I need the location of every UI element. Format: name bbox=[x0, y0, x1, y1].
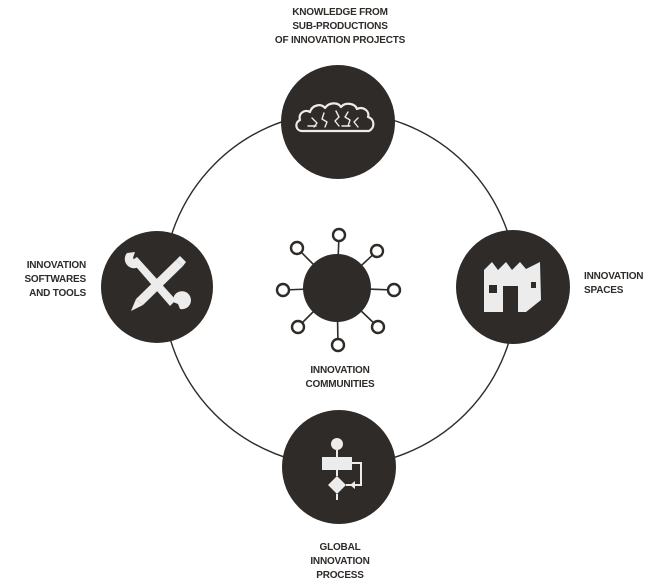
label-bottom-line-2: INNOVATION bbox=[310, 556, 370, 567]
network-node bbox=[289, 240, 305, 256]
label-top-line-2: SUB-PRODUCTIONS bbox=[292, 21, 388, 32]
network-node bbox=[330, 337, 346, 353]
node-left bbox=[101, 231, 213, 343]
label-bottom: GLOBAL INNOVATION PROCESS bbox=[290, 541, 390, 583]
label-top-line-1: KNOWLEDGE FROM bbox=[292, 7, 388, 18]
label-center: INNOVATION COMMUNITIES bbox=[280, 364, 400, 392]
label-center-line-2: COMMUNITIES bbox=[305, 379, 375, 390]
node-right bbox=[456, 230, 570, 344]
label-left-line-2: SOFTWARES bbox=[24, 274, 86, 285]
label-bottom-line-3: PROCESS bbox=[316, 570, 364, 581]
network-node bbox=[369, 243, 385, 259]
node-top bbox=[281, 65, 395, 179]
label-left: INNOVATION SOFTWARES AND TOOLS bbox=[4, 259, 86, 301]
node-bottom bbox=[282, 410, 396, 524]
label-right-line-2: SPACES bbox=[584, 285, 624, 296]
flowchart-icon bbox=[322, 438, 362, 500]
factory-building-icon bbox=[484, 262, 541, 312]
network-node bbox=[370, 319, 386, 335]
label-center-line-1: INNOVATION bbox=[310, 365, 370, 376]
label-left-line-1: INNOVATION bbox=[26, 260, 86, 271]
label-top-line-3: OF INNOVATION PROJECTS bbox=[274, 35, 406, 46]
label-right: INNOVATION SPACES bbox=[584, 270, 654, 298]
wrench-pencil-icon bbox=[124, 252, 191, 311]
node-center bbox=[275, 227, 402, 353]
label-left-line-3: AND TOOLS bbox=[29, 288, 86, 299]
network-node bbox=[275, 282, 291, 298]
label-bottom-line-1: GLOBAL bbox=[319, 542, 361, 553]
node-top-circle bbox=[281, 65, 395, 179]
label-top: KNOWLEDGE FROM SUB-PRODUCTIONS OF INNOVA… bbox=[245, 6, 435, 48]
brain-cloud-icon bbox=[295, 102, 375, 133]
network-node bbox=[290, 319, 306, 335]
network-node bbox=[331, 227, 347, 243]
network-hub-icon bbox=[275, 227, 402, 353]
label-right-line-1: INNOVATION bbox=[584, 271, 644, 282]
network-node bbox=[386, 282, 402, 298]
center-hub-circle bbox=[303, 254, 371, 322]
